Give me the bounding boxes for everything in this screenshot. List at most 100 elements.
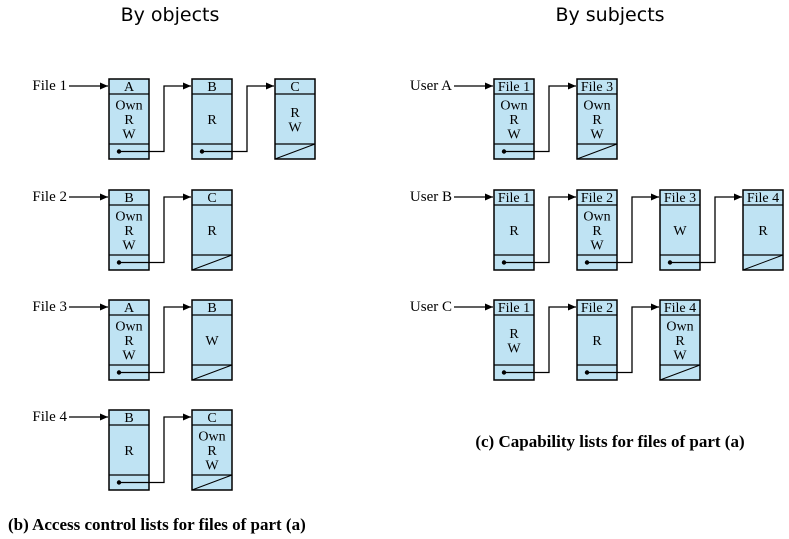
node-right: R (509, 224, 519, 239)
node-right: R (124, 444, 134, 459)
node-box (576, 189, 618, 271)
node-header: A (124, 80, 135, 95)
node-header: C (290, 80, 299, 95)
acl-node: CR (191, 189, 233, 271)
null-pointer (742, 254, 784, 271)
header-by-subjects: By subjects (555, 4, 664, 26)
node-header: File 1 (498, 191, 530, 206)
acl-caption: (b) Access control lists for files of pa… (8, 515, 306, 534)
node-right: Own (666, 320, 693, 335)
cap-node: File 2 R (576, 299, 659, 381)
node-right: R (592, 334, 602, 349)
node-right: R (290, 106, 300, 121)
capability-caption: (c) Capability lists for files of part (… (475, 432, 744, 451)
node-header: A (124, 301, 135, 316)
acl-row-label: File 4 (32, 409, 67, 425)
node-right: W (673, 224, 687, 239)
pointer-arrow (119, 303, 191, 374)
node-box (108, 78, 150, 160)
node-right: R (675, 334, 685, 349)
null-pointer (191, 364, 233, 381)
node-right: R (207, 113, 217, 128)
node-right: W (673, 349, 687, 364)
node-header: B (124, 411, 133, 426)
node-header: File 1 (498, 80, 530, 95)
node-box (108, 409, 150, 491)
node-right: R (758, 224, 768, 239)
node-box (108, 299, 150, 381)
null-pointer (191, 254, 233, 271)
cap-row-label: User A (410, 78, 452, 94)
node-right: R (592, 113, 602, 128)
acl-row-label: File 1 (32, 78, 67, 94)
cap-node: File 1 R (493, 189, 576, 271)
node-box (493, 78, 535, 160)
header-by-objects: By objects (121, 4, 220, 26)
node-right: R (592, 224, 602, 239)
node-right: R (509, 113, 519, 128)
node-right: W (122, 349, 136, 364)
node-header: File 2 (581, 191, 613, 206)
node-right: Own (500, 99, 527, 114)
node-header: C (207, 191, 216, 206)
acl-node: BW (191, 299, 233, 381)
null-pointer (576, 143, 618, 160)
node-header: File 3 (581, 80, 613, 95)
cap-node: File 1RW (493, 299, 576, 381)
pointer-arrow (504, 303, 576, 374)
node-header: B (207, 80, 216, 95)
acl-node: BR (191, 78, 274, 160)
node-right: R (207, 444, 217, 459)
pointer-arrow (119, 193, 191, 264)
node-right: W (590, 128, 604, 143)
node-right: R (124, 334, 134, 349)
node-right: R (124, 224, 134, 239)
node-right: Own (583, 210, 610, 225)
node-right: W (507, 341, 521, 356)
cap-node: File 3 W (659, 189, 742, 271)
node-right: Own (198, 430, 225, 445)
node-box (576, 78, 618, 160)
acl-row-label: File 3 (32, 299, 67, 315)
node-right: Own (115, 210, 142, 225)
node-box (274, 78, 316, 160)
node-right: W (122, 239, 136, 254)
node-box (108, 189, 150, 271)
node-header: File 3 (664, 191, 696, 206)
node-header: File 2 (581, 301, 613, 316)
node-right: R (207, 224, 217, 239)
node-box (493, 299, 535, 381)
node-right: Own (115, 320, 142, 335)
node-right: W (507, 128, 521, 143)
node-header: File 1 (498, 301, 530, 316)
node-right: W (122, 128, 136, 143)
node-box (191, 78, 233, 160)
node-right: W (590, 239, 604, 254)
node-right: W (205, 459, 219, 474)
acl-row-label: File 2 (32, 189, 67, 205)
node-box (659, 299, 701, 381)
null-pointer (191, 474, 233, 491)
pointer-arrow (119, 82, 191, 153)
node-header: B (124, 191, 133, 206)
node-box (191, 189, 233, 271)
null-pointer (659, 364, 701, 381)
node-box (659, 189, 701, 271)
acl-node: BR (108, 409, 191, 491)
